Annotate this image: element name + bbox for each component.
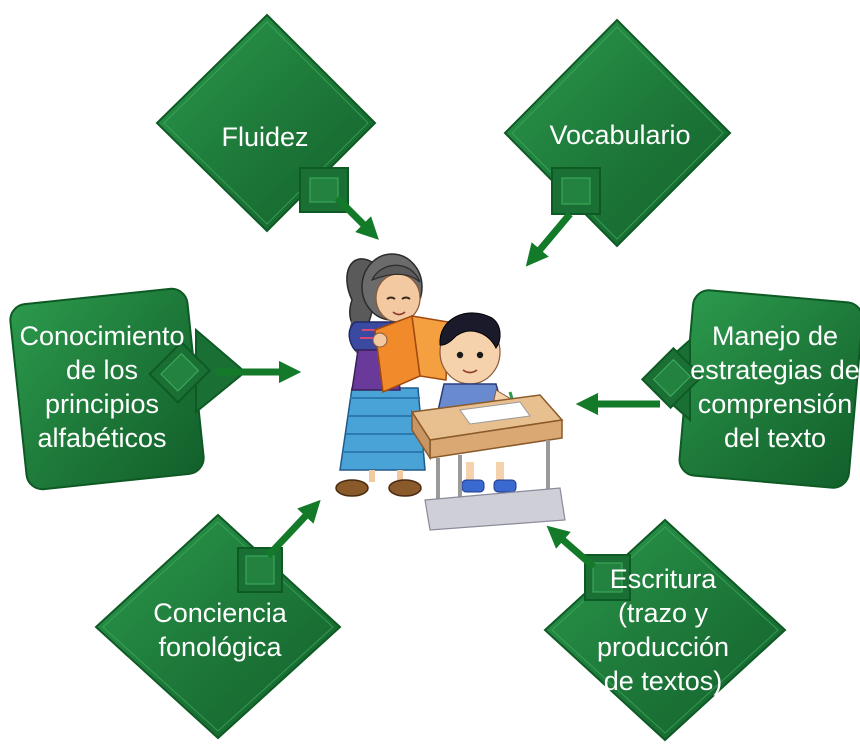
children-reading-illustration xyxy=(335,253,566,531)
escritura-shape xyxy=(543,518,787,742)
arrow-vocabulario xyxy=(525,211,573,267)
conocimiento-shape xyxy=(9,287,247,491)
open-book xyxy=(372,314,449,394)
manejo-shape xyxy=(640,289,860,489)
vocabulario-shape xyxy=(503,18,732,248)
arrow-escritura xyxy=(546,525,597,570)
school-desk xyxy=(410,394,566,531)
arrow-conciencia xyxy=(265,499,321,559)
arrow-fluidez xyxy=(334,195,379,240)
conciencia-shape xyxy=(94,513,342,740)
